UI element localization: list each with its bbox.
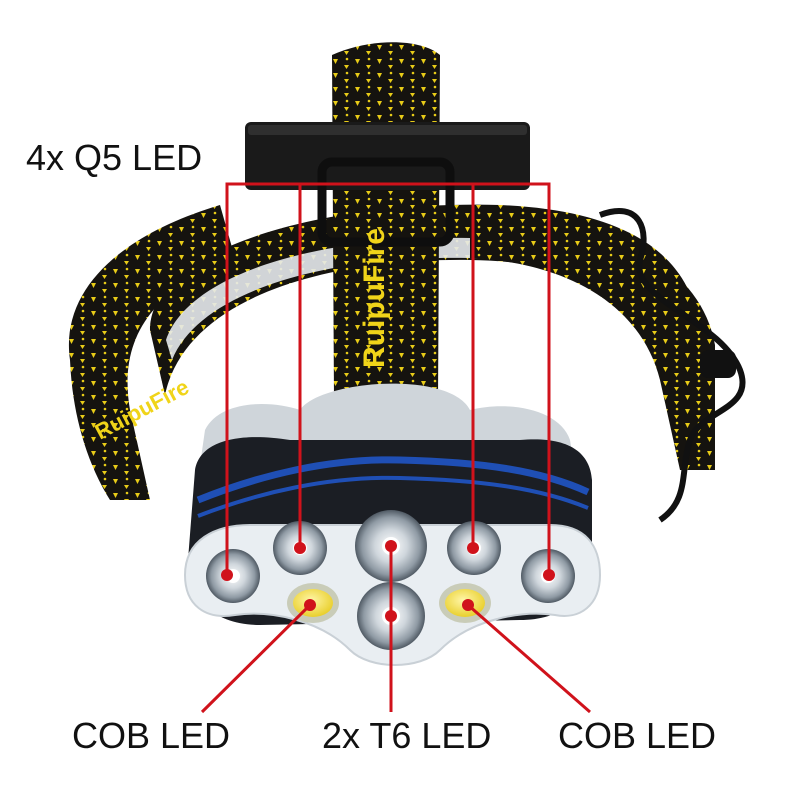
blue-trim	[196, 456, 590, 504]
usb-cable	[598, 208, 746, 523]
callout-q5-inner	[298, 182, 475, 548]
led-q5-1	[206, 549, 260, 603]
label-t6-led: 2x T6 LED	[322, 715, 492, 756]
callout-lines	[200, 182, 591, 714]
battery-box	[245, 122, 530, 190]
strap-buckle	[317, 157, 455, 247]
callout-cob-left	[200, 603, 312, 714]
brand-text-top: RuipuFire	[358, 228, 391, 368]
label-cob-led-left: COB LED	[72, 715, 231, 756]
label-q5-led: 4x Q5 LED	[26, 137, 203, 178]
front-strap-left	[68, 205, 235, 500]
front-strap-right	[470, 205, 715, 470]
callout-dots	[221, 540, 555, 622]
callout-cob-right	[467, 603, 591, 714]
label-cob-led-right: COB LED	[558, 715, 717, 756]
